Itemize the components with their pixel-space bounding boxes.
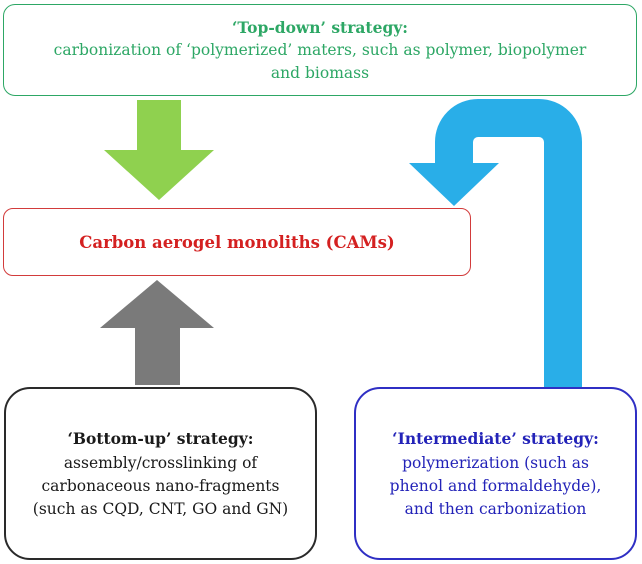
bottom-up-arrow [100,280,214,385]
top-down-title: ‘Top-down’ strategy: [231,17,409,37]
intermediate-title: ‘Intermediate’ strategy: [392,428,599,448]
intermediate-arrow-head [409,163,499,206]
carbon-aerogel-monoliths-box: Carbon aerogel monoliths (CAMs) [3,208,471,276]
top-down-arrow [104,100,214,200]
intermediate-description-line-1: polymerization (such as [402,453,589,472]
intermediate-arrow-shaft [435,99,582,387]
top-down-description-line-2: and biomass [270,63,370,82]
bottom-up-description-line-3: (such as CQD, CNT, GO and GN) [32,499,289,518]
intermediate-strategy-box: ‘Intermediate’ strategy: polymerization … [354,387,637,560]
intermediate-description-line-2: phenol and formaldehyde), [389,476,602,495]
cams-title: Carbon aerogel monoliths (CAMs) [79,232,395,252]
bottom-up-description-line-1: assembly/crosslinking of [63,453,258,472]
bottom-up-title: ‘Bottom-up’ strategy: [67,428,254,448]
intermediate-description-line-3: and then carbonization [404,499,587,518]
bottom-up-description-line-2: carbonaceous nano-fragments [41,476,280,495]
top-down-description-line-1: carbonization of ‘polymerized’ maters, s… [53,40,587,59]
bottom-up-strategy-box: ‘Bottom-up’ strategy: assembly/crosslink… [4,387,317,560]
top-down-strategy-box: ‘Top-down’ strategy: carbonization of ‘p… [3,4,637,96]
